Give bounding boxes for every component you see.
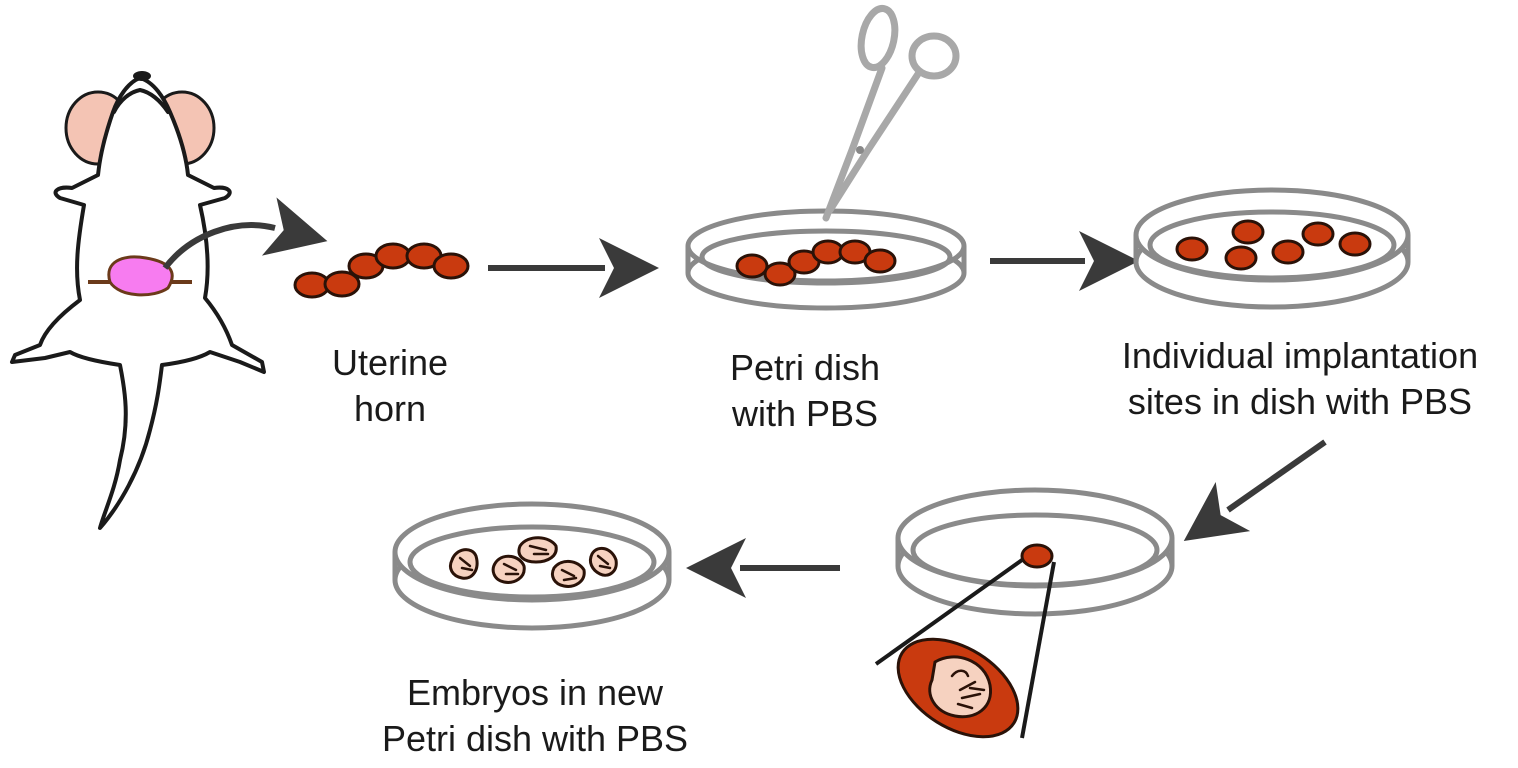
- arrow-icon: [1183, 439, 1327, 541]
- label-line: Individual implantation: [1121, 335, 1479, 376]
- magnification-lines: [874, 558, 1056, 739]
- label-line: Embryos in new: [406, 672, 664, 713]
- label-individual-sites: Individual implantation sites in dish wi…: [1080, 333, 1518, 425]
- implantation-site: [1020, 543, 1054, 569]
- embryo-icon: [896, 637, 1020, 739]
- label-embryos: Embryos in new Petri dish with PBS: [330, 670, 740, 762]
- label-petri-dish: Petri dish with PBS: [690, 345, 920, 437]
- arrow-icon: [162, 197, 328, 270]
- label-line: Petri dish with PBS: [381, 718, 689, 759]
- implantation-sites: [1175, 219, 1372, 271]
- label-line: sites in dish with PBS: [1127, 381, 1473, 422]
- uterine-horn-in-dish: [735, 239, 897, 287]
- embryo-details: [458, 544, 612, 582]
- mouse-icon: [10, 71, 266, 530]
- label-line: Uterine: [331, 342, 449, 383]
- label-line: horn: [353, 388, 427, 429]
- uterus-icon: [88, 255, 192, 297]
- uterine-horn-icon: [293, 242, 470, 299]
- petri-dish-icon: [895, 487, 1175, 617]
- petri-dish-icon: [392, 501, 672, 631]
- label-line: Petri dish: [729, 347, 881, 388]
- label-line: with PBS: [731, 393, 879, 434]
- scissors-icon: [822, 4, 960, 222]
- label-uterine-horn: Uterine horn: [300, 340, 480, 432]
